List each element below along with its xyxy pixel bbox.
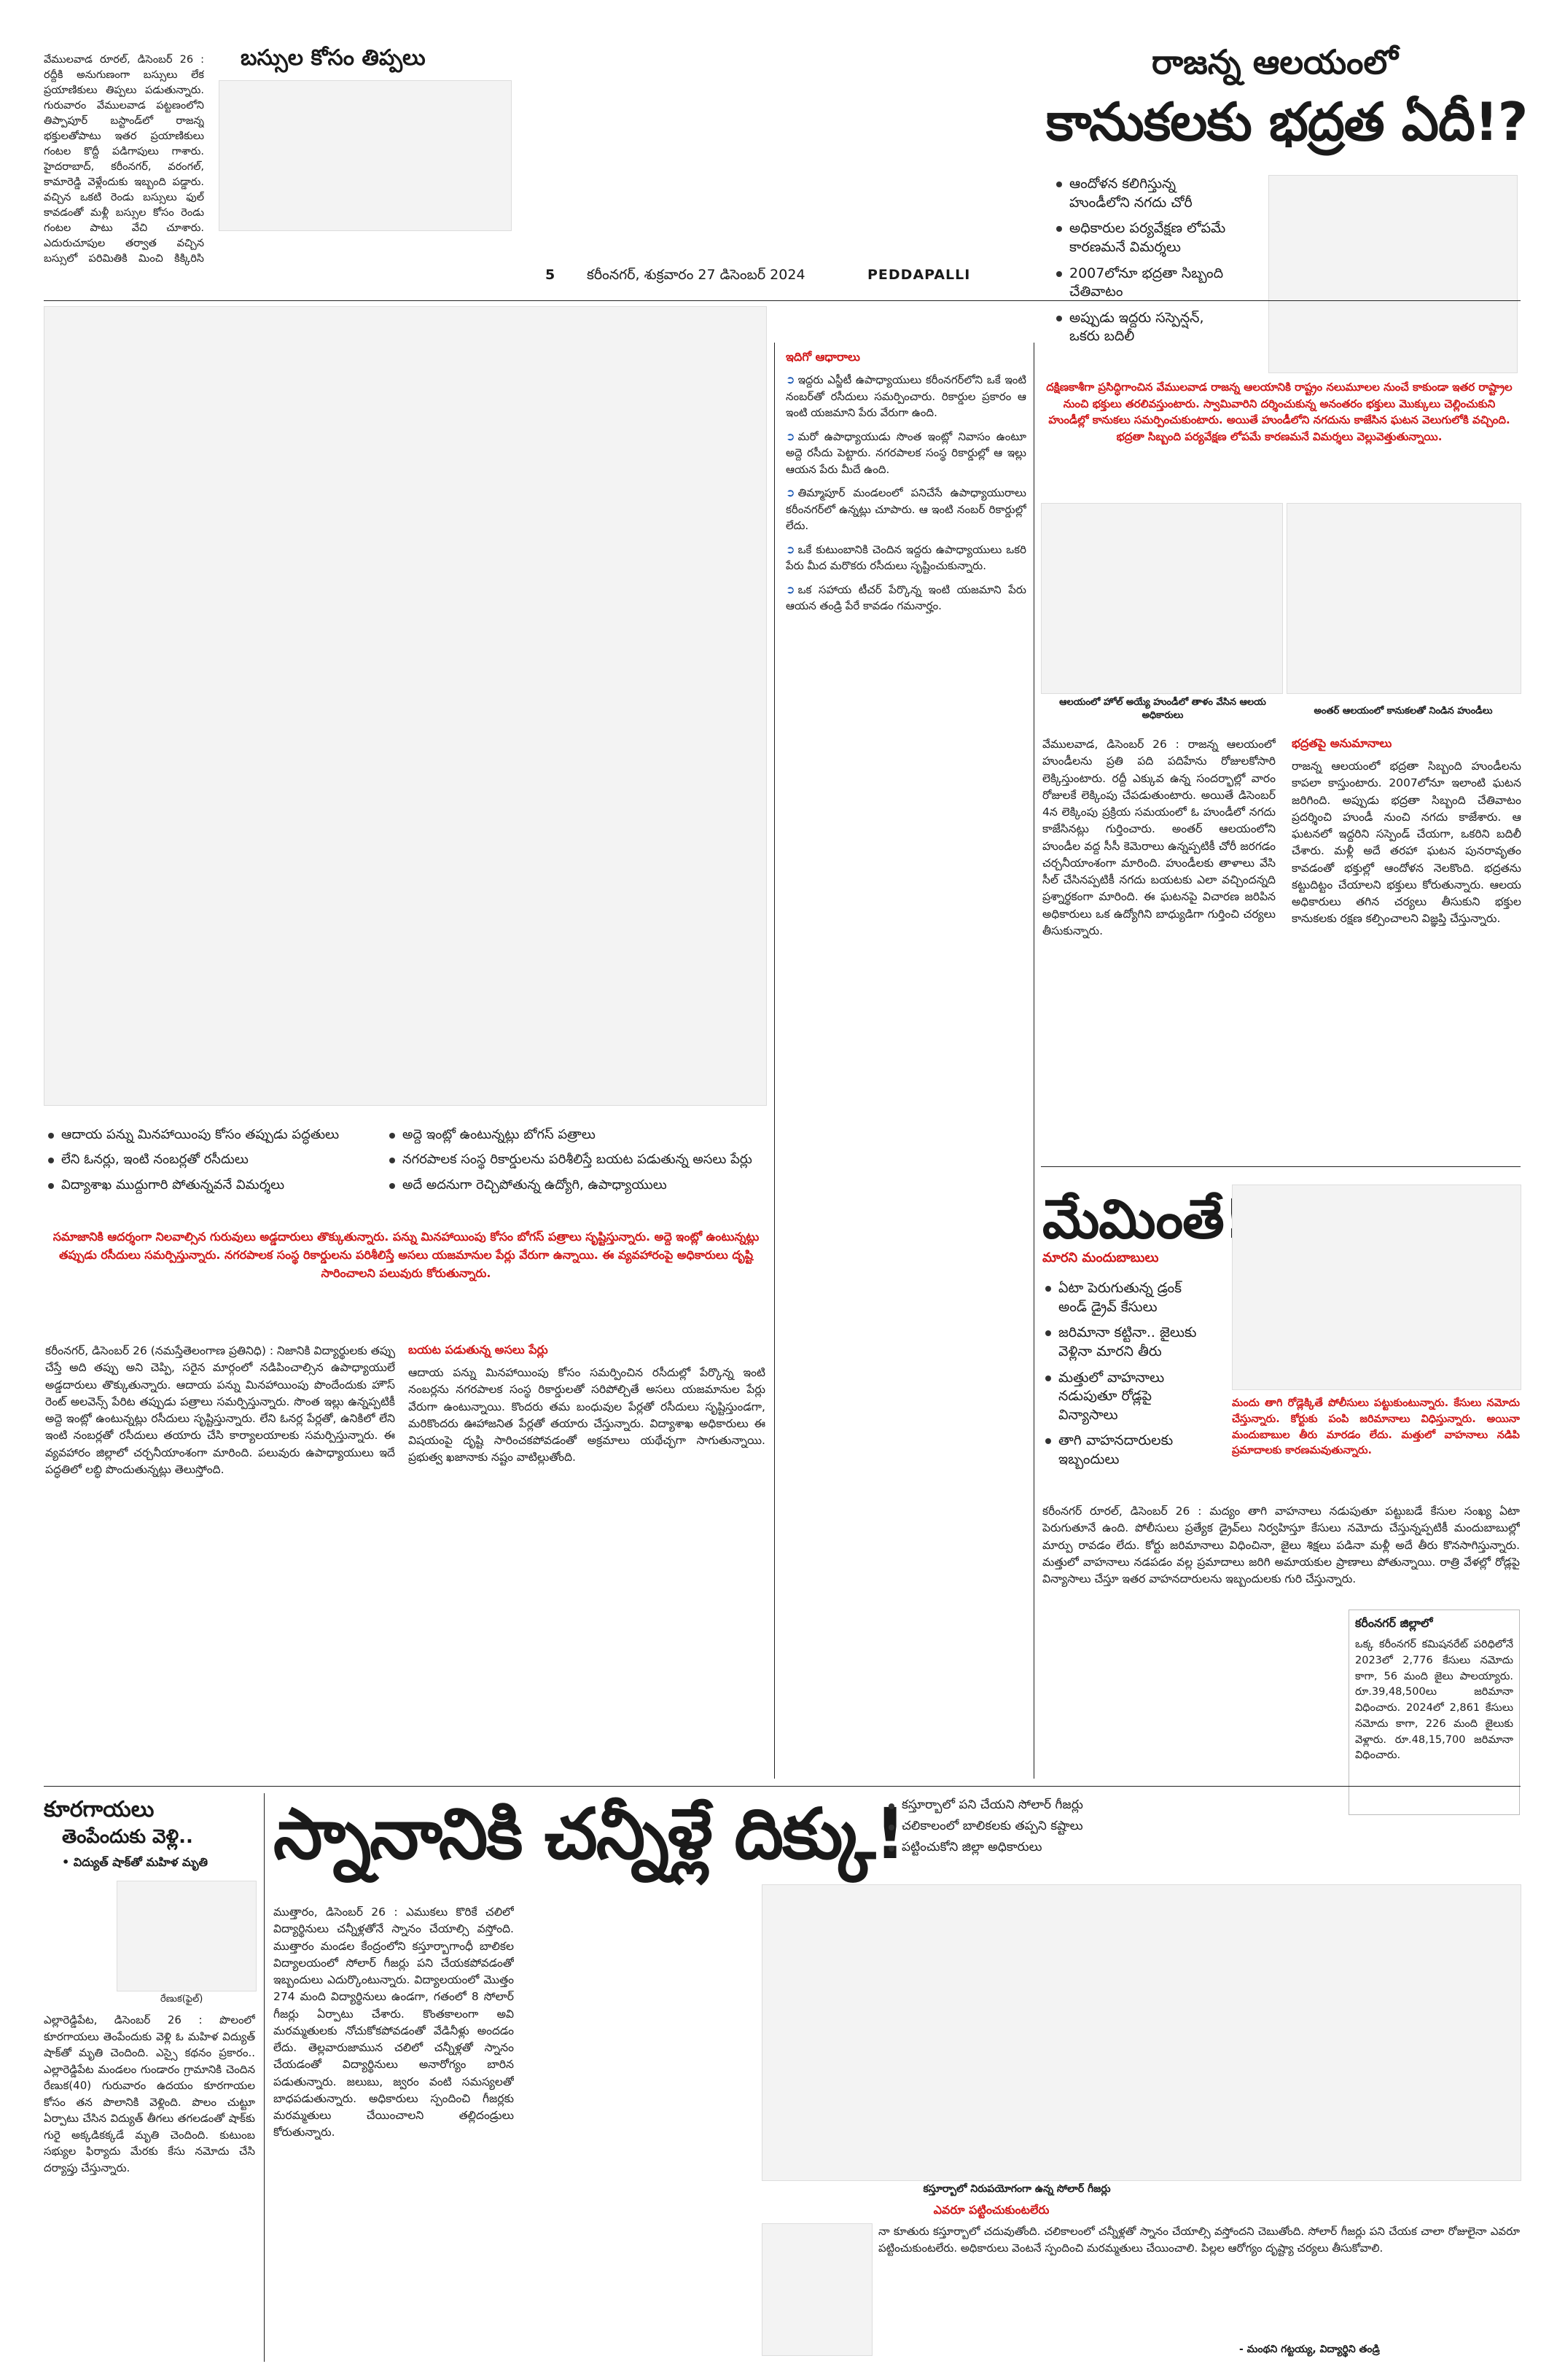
- arrow-icon: ➲: [786, 373, 795, 386]
- rajanna-subhead: భద్రతపై అనుమానాలు: [1292, 736, 1392, 750]
- tax-subhead: బయట పడుతున్న అసలు పేర్లు: [408, 1343, 548, 1357]
- tax-evidence-item: ➲తిమ్మాపూర్ మండలంలో పనిచేసే ఉపాధ్యాయురాల…: [786, 486, 1026, 532]
- tax-evidence-item: ➲ఒక సహాయ టీచర్ పేర్కొన్న ఇంటి యజమాని పేర…: [786, 582, 1026, 613]
- tax-bullet: అదే అదనుగా రెచ్చిపోతున్న ఉద్యోగి, ఉపాధ్య…: [386, 1177, 765, 1194]
- parent-photo: [762, 2223, 873, 2356]
- separator: [44, 300, 1521, 301]
- separator: [44, 1786, 1521, 1787]
- quote-title: ఎవరూ పట్టించుకుంటలేరు: [933, 2203, 1050, 2217]
- tax-body-2: ఆదాయ పన్ను మినహాయింపు కోసం సమర్పించిన రస…: [408, 1366, 765, 1464]
- rajanna-hundi-photo-1: [1041, 503, 1283, 694]
- vegetables-subhead: • విద్యుత్ షాక్‌తో మహిళ మృతి: [62, 1855, 208, 1869]
- cold-water-body-1: ముత్తారం, డిసెంబర్ 26 : ఎముకలు కొరికే చల…: [273, 1905, 514, 2139]
- quote-body: నా కూతురు కస్తూర్బాలో చదువుతోంది. చలికాల…: [878, 2225, 1520, 2255]
- tax-bullet: ఆదాయ పన్ను మినహాయింపు కోసం తప్పుడు పద్ధత…: [45, 1126, 381, 1144]
- rajanna-headline: కానుకలకు భద్రత ఏదీ!?: [1046, 91, 1528, 152]
- drunk-driving-bullet: ఏటా పెరుగుతున్న డ్రంక్ అండ్ డ్రైవ్ కేసుల…: [1042, 1279, 1214, 1316]
- stats-box-body: ఒక్క కరీంనగర్ కమిషనరేట్ పరిధిలోనే 2023లో…: [1355, 1639, 1513, 1762]
- vegetables-headline-1: కూరగాయలు: [44, 1797, 155, 1822]
- cold-water-bullet: చలికాలంలో బాలికలకు తప్పని కష్టాలు: [886, 1818, 1192, 1835]
- bus-headline: బస్సుల కోసం తిప్పలు: [241, 45, 426, 71]
- bus-story-body-1: వేములవాడ రూరల్, డిసెంబర్ 26 : రద్దీకి అన…: [44, 54, 204, 265]
- rajanna-body-2: రాజన్న ఆలయంలో భద్రతా సిబ్బంది హుండీలను క…: [1292, 760, 1521, 926]
- separator: [774, 343, 775, 1779]
- drunk-driving-bullet: తాగి వాహనదారులకు ఇబ్బందులు: [1042, 1432, 1214, 1469]
- rajanna-hundi-photo-2: [1287, 503, 1521, 694]
- stats-box-title: కరీంనగర్ జిల్లాలో: [1355, 1616, 1433, 1630]
- tax-sidebar: ➲ఇద్దరు ఎస్జీటీ ఉపాధ్యాయులు కరీంనగర్‌లోన…: [786, 372, 1026, 1553]
- drunk-driving-bullet: మత్తులో వాహనాలు నడుపుతూ రోడ్లపై విన్యాసా…: [1042, 1369, 1214, 1425]
- rajanna-bullet: ఆందోళన కలిగిస్తున్న హుండీలోని నగదు చోరీ: [1053, 175, 1236, 212]
- vegetables-body-1: [44, 1881, 117, 1990]
- edition-name: PEDDAPALLI: [867, 267, 971, 283]
- tax-evidence-item: ➲మరో ఉపాధ్యాయుడు సొంత ఇంట్లో నివాసం ఉంటూ…: [786, 429, 1026, 476]
- rajanna-lead: దక్షిణకాశీగా ప్రసిద్ధిగాంచిన వేములవాడ రా…: [1046, 381, 1513, 443]
- cold-water-bullet: కస్తూర్బాలో పని చేయని సోలార్ గీజర్లు: [886, 1797, 1192, 1814]
- vegetables-headline-2: తెంపేందుకు వెళ్లి..: [62, 1826, 193, 1848]
- drunk-driving-body-1: కరీంనగర్ రూరల్, డిసెంబర్ 26 : మద్యం తాగి…: [1042, 1505, 1520, 1585]
- drunk-driving-photo: [1232, 1185, 1521, 1390]
- separator: [1041, 1166, 1521, 1167]
- rajanna-bullet: అప్పుడు ఇద్దరు సస్పెన్షన్, ఒకరు బదిలీ: [1053, 309, 1236, 346]
- quote-byline: - మంథని గట్టయ్య, విద్యార్థిని తండ్రి: [1239, 2344, 1380, 2355]
- bullet-icon: •: [62, 1855, 74, 1869]
- drunk-driving-headline: మేమింతే!: [1042, 1188, 1248, 1251]
- cold-water-headline: స్నానానికి చన్నీళ్లే దిక్కు!: [273, 1793, 906, 1875]
- rajanna-bullet: 2007లోనూ భద్రతా సిబ్బంది చేతివాటం: [1053, 265, 1236, 302]
- drunk-driving-bullet-list: ఏటా పెరుగుతున్న డ్రంక్ అండ్ డ్రైవ్ కేసుల…: [1042, 1279, 1214, 1477]
- drunk-driving-stats-box: కరీంనగర్ జిల్లాలో ఒక్క కరీంనగర్ కమిషనరేట…: [1349, 1610, 1520, 1815]
- tax-evidence-item: ➲ఇద్దరు ఎస్జీటీ ఉపాధ్యాయులు కరీంనగర్‌లోన…: [786, 373, 1026, 419]
- rajanna-bullet: అధికారుల పర్యవేక్షణ లోపమే కారణమనే విమర్శ…: [1053, 219, 1236, 257]
- rajanna-photo-caption-2: అంతర్ ఆలయంలో కానుకలతో నిండిన హుండీలు: [1314, 706, 1493, 717]
- vegetables-body-2: ఎల్లారెడ్డిపేట, డిసెంబర్ 26 : పొలంలో కూర…: [44, 2013, 255, 2174]
- drunk-driving-subhead: మారని మందుబాబులు: [1042, 1250, 1159, 1265]
- separator: [264, 1793, 265, 2362]
- tax-bullet: విద్యాశాఖ ముద్దుగారి పోతున్నవనే విమర్శలు: [45, 1177, 381, 1194]
- page-number: 5: [545, 267, 555, 283]
- tax-story-main-photo: [44, 306, 767, 1106]
- tax-evidence-item: ➲ఒకే కుటుంబానికి చెందిన ఇద్దరు ఉపాధ్యాయు…: [786, 542, 1026, 573]
- arrow-icon: ➲: [786, 582, 795, 596]
- rajanna-kicker: రాజన్న ఆలయంలో: [1152, 42, 1398, 82]
- rajanna-temple-photo: [1268, 175, 1518, 373]
- cold-water-bullets: కస్తూర్బాలో పని చేయని సోలార్ గీజర్లు చలి…: [886, 1797, 1192, 1860]
- rajanna-body-1: వేములవాడ, డిసెంబర్ 26 : రాజన్న ఆలయంలో హు…: [1042, 738, 1276, 937]
- tax-body-1: కరీంనగర్, డిసెంబర్ 26 (నమస్తేతెలంగాణ ప్ర…: [45, 1344, 395, 1476]
- drunk-driving-body-2: [1042, 1610, 1334, 1815]
- bus-stand-photo: [219, 80, 512, 231]
- solar-geyser-photo: [762, 1884, 1521, 2181]
- tax-bullets-right: అద్దె ఇంట్లో ఉంటున్నట్లు బోగస్ పత్రాలు న…: [386, 1126, 765, 1201]
- tax-bullet: నగరపాలక సంస్థ రికార్డులను పరిశీలిస్తే బయ…: [386, 1151, 765, 1168]
- drunk-driving-bullet: జరిమానా కట్టినా.. జైలుకు వెళ్లినా మారని …: [1042, 1324, 1214, 1361]
- rajanna-photo-caption-1: ఆలయంలో హోల్ అయ్యే హుండీలో తాళం వేసిన ఆలయ…: [1059, 697, 1266, 722]
- rajanna-bullet-list: ఆందోళన కలిగిస్తున్న హుండీలోని నగదు చోరీ …: [1053, 175, 1236, 354]
- arrow-icon: ➲: [786, 486, 795, 499]
- arrow-icon: ➲: [786, 542, 795, 556]
- cold-water-body-2: [521, 1904, 754, 2360]
- victim-photo: [117, 1881, 257, 1991]
- tax-bullet: లేని ఓనర్లు, ఇంటి నంబర్లతో రసీదులు: [45, 1151, 381, 1168]
- arrow-icon: ➲: [786, 429, 795, 443]
- tax-lead: సమాజానికి ఆదర్శంగా నిలవాల్సిన గురువులు అ…: [52, 1230, 760, 1280]
- cold-water-bullet: పట్టించుకోని జిల్లా అధికారులు: [886, 1839, 1192, 1856]
- tax-bullets-left: ఆదాయ పన్ను మినహాయింపు కోసం తప్పుడు పద్ధత…: [45, 1126, 381, 1201]
- drunk-driving-lead: మందు తాగి రోడ్లెక్కితే పోలీసులు పట్టుకుం…: [1232, 1397, 1520, 1457]
- tax-sidebar-tag: ఇదిగో ఆధారాలు: [786, 350, 860, 364]
- victim-photo-caption: రేణుక(ఫైల్): [160, 1994, 203, 2005]
- solar-geyser-photo-caption: కస్తూర్బాలో నిరుపయోగంగా ఉన్న సోలార్ గీజర…: [923, 2183, 1111, 2195]
- bus-photo-caption: [219, 235, 510, 264]
- dateline: కరీంనగర్, శుక్రవారం 27 డిసెంబర్ 2024: [587, 267, 805, 283]
- tax-bullet: అద్దె ఇంట్లో ఉంటున్నట్లు బోగస్ పత్రాలు: [386, 1126, 765, 1144]
